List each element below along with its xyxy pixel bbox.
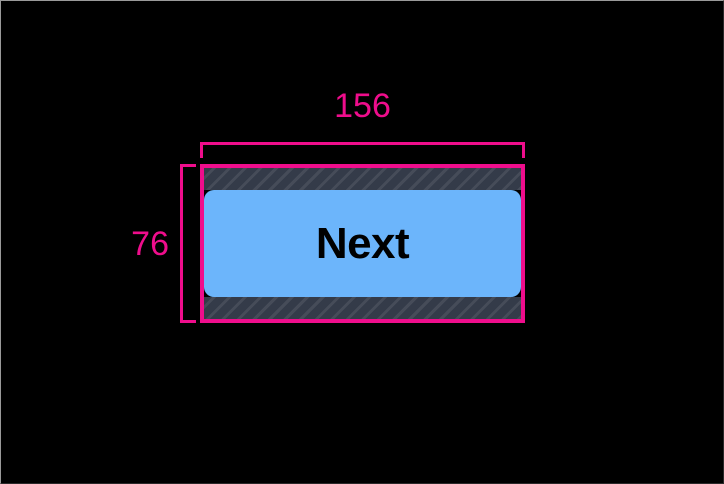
padding-band-top (204, 168, 521, 190)
next-button[interactable]: Next (204, 190, 521, 297)
width-bracket-tick-right (522, 142, 525, 158)
padding-band-bottom (204, 297, 521, 319)
width-measurement-bracket (200, 142, 525, 160)
height-bracket-tick-top (180, 164, 196, 167)
inspected-element-highlight[interactable]: Next (200, 164, 525, 323)
width-bracket-tick-left (200, 142, 203, 158)
height-bracket-tick-bottom (180, 320, 196, 323)
width-bracket-line (200, 142, 525, 145)
height-bracket-line (180, 164, 183, 323)
width-measurement-label: 156 (334, 87, 391, 125)
height-measurement-label: 76 (131, 224, 169, 263)
height-measurement-bracket (180, 164, 198, 323)
height-measurement-label-wrap: 76 (101, 164, 169, 323)
next-button-label: Next (315, 218, 410, 268)
